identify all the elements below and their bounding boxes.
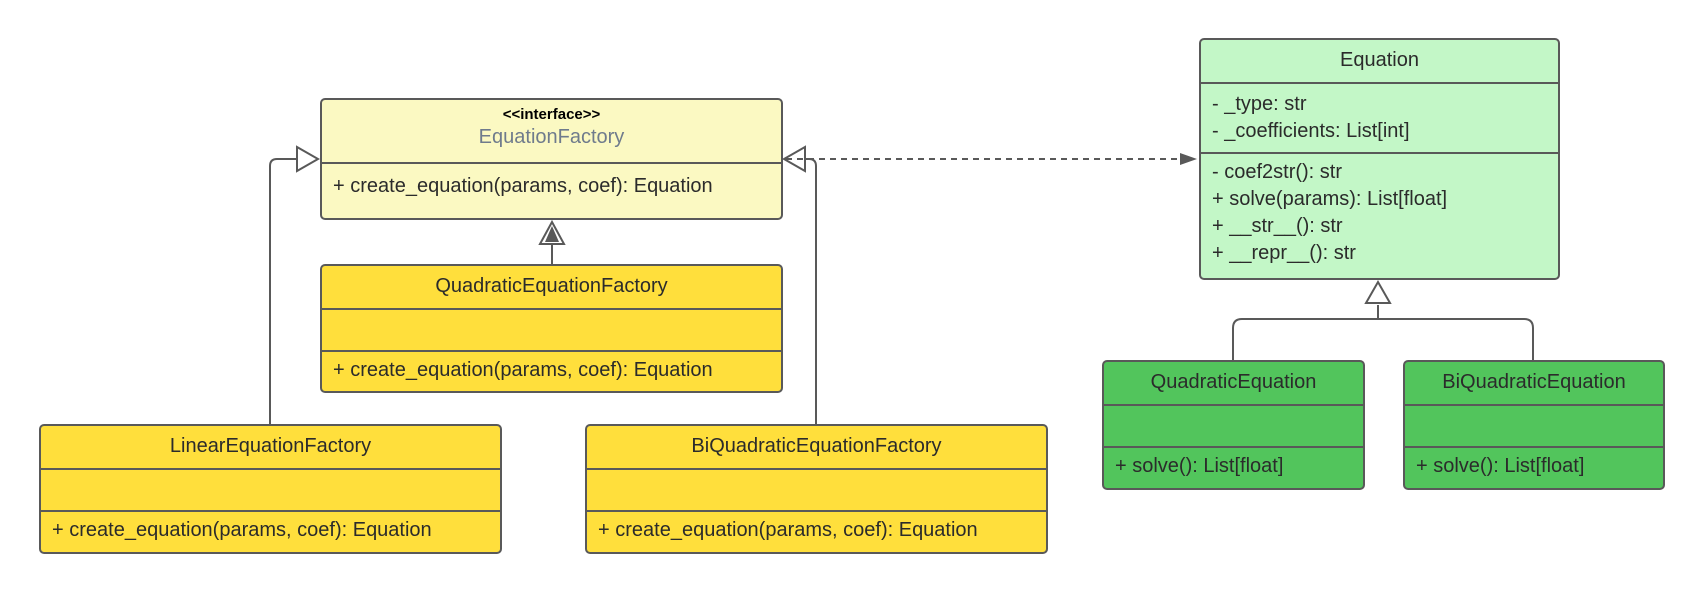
equation-factory-header: <<interface>> EquationFactory: [322, 100, 781, 162]
biquadratic-equation-name: BiQuadraticEquation: [1442, 371, 1626, 393]
biquadratic-equation-attributes: [1405, 404, 1663, 446]
linear-equation-factory-methods: + create_equation(params, coef): Equatio…: [41, 510, 500, 544]
equation-factory-name: EquationFactory: [478, 126, 625, 148]
equation-class[interactable]: Equation - _type: str - _coefficients: L…: [1199, 38, 1560, 280]
method: + __repr__(): str: [1212, 242, 1356, 264]
quadratic-equation-factory-attributes: [322, 308, 781, 350]
equation-factory-class[interactable]: <<interface>> EquationFactory + create_e…: [320, 98, 783, 220]
method: + create_equation(params, coef): Equatio…: [598, 519, 978, 541]
biquadratic-equation-methods: + solve(): List[float]: [1405, 446, 1663, 480]
equation-factory-methods: + create_equation(params, coef): Equatio…: [322, 162, 781, 200]
quadratic-equation-class[interactable]: QuadraticEquation + solve(): List[float]: [1102, 360, 1365, 490]
quadratic-realization-arrowhead-inner: [545, 226, 559, 242]
method: + create_equation(params, coef): Equatio…: [52, 519, 432, 541]
quadratic-equation-name: QuadraticEquation: [1150, 371, 1317, 393]
biquadratic-equation-inheritance-line: [1378, 318, 1534, 360]
quadratic-equation-factory-name: QuadraticEquationFactory: [435, 275, 668, 297]
biquadratic-equation-class[interactable]: BiQuadraticEquation + solve(): List[floa…: [1403, 360, 1665, 490]
method: + solve(params): List[float]: [1212, 188, 1448, 210]
method: + solve(): List[float]: [1115, 455, 1284, 477]
equation-attributes: - _type: str - _coefficients: List[int]: [1201, 82, 1558, 152]
biquadratic-equation-factory-name: BiQuadraticEquationFactory: [691, 435, 942, 457]
quadratic-equation-methods: + solve(): List[float]: [1104, 446, 1363, 480]
equation-methods: - coef2str(): str + solve(params): List[…: [1201, 152, 1558, 267]
linear-realization-line: [269, 158, 297, 424]
linear-equation-factory-attributes: [41, 468, 500, 510]
method: + __str__(): str: [1212, 215, 1343, 237]
quadratic-equation-attributes: [1104, 404, 1363, 446]
biquadratic-realization-arrowhead: [781, 145, 806, 173]
equation-inheritance-arrowhead: [1364, 279, 1392, 304]
equation-name: Equation: [1340, 49, 1419, 71]
linear-equation-factory-name: LinearEquationFactory: [169, 435, 372, 457]
biquadratic-equation-factory-methods: + create_equation(params, coef): Equatio…: [587, 510, 1046, 544]
method: + create_equation(params, coef): Equatio…: [333, 359, 713, 381]
attribute: - _type: str: [1212, 93, 1307, 115]
dependency-arrowhead: [1180, 153, 1197, 165]
linear-equation-factory-class[interactable]: LinearEquationFactory + create_equation(…: [39, 424, 502, 554]
method: - coef2str(): str: [1212, 161, 1343, 183]
biquadratic-equation-factory-class[interactable]: BiQuadraticEquationFactory + create_equa…: [585, 424, 1048, 554]
linear-realization-arrowhead: [296, 145, 321, 173]
attribute: - _coefficients: List[int]: [1212, 120, 1410, 142]
interface-stereotype: <<interface>>: [502, 106, 601, 123]
quadratic-equation-inheritance-line: [1232, 305, 1379, 360]
biquadratic-realization-line: [800, 158, 817, 424]
method: + solve(): List[float]: [1416, 455, 1585, 477]
quadratic-equation-factory-methods: + create_equation(params, coef): Equatio…: [322, 350, 781, 384]
quadratic-equation-factory-class[interactable]: QuadraticEquationFactory + create_equati…: [320, 264, 783, 393]
biquadratic-equation-factory-attributes: [587, 468, 1046, 510]
method: + create_equation(params, coef): Equatio…: [333, 175, 713, 197]
